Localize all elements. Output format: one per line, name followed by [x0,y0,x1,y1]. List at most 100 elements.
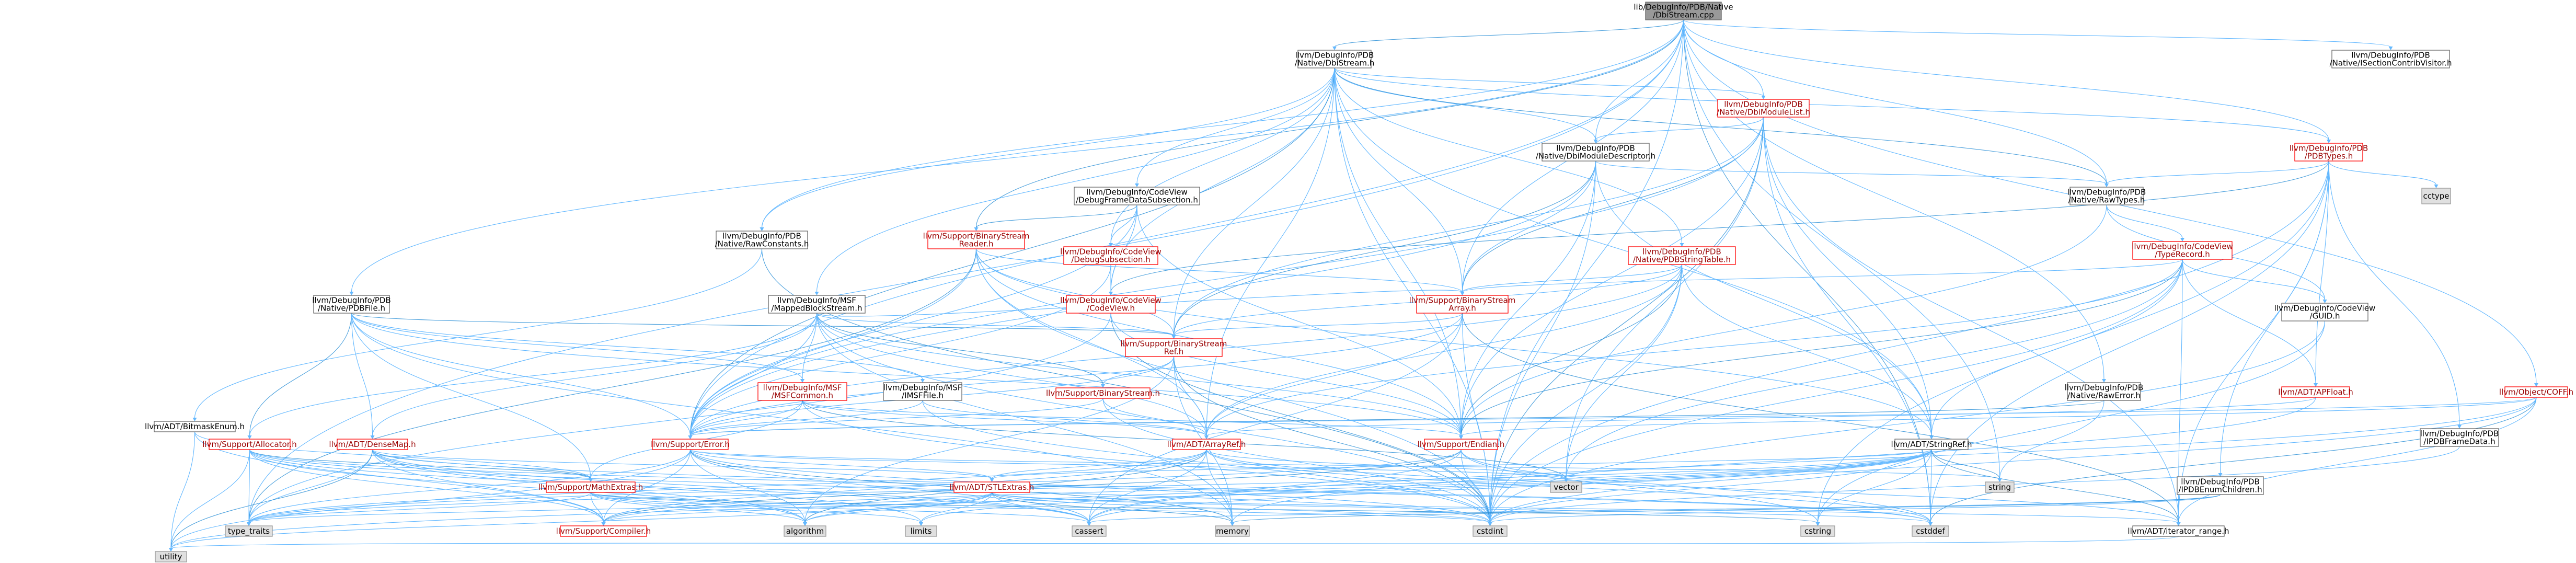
edge-dbistream_h-to-pdbtypes [1334,67,2329,141]
edge-arrowhead [800,379,804,383]
node-box [337,439,408,450]
node-box [1800,525,1835,537]
node-pdb-enum[interactable]: llvm/DebugInfo/PDB/IPDBEnumChildren.h [2177,476,2264,495]
node-stringref[interactable]: llvm/ADT/StringRef.h [1891,439,1972,450]
node-coff[interactable]: llvm/Object/COFF.h [2499,386,2573,398]
node-imsf-file[interactable]: llvm/DebugInfo/MSF/IMSFFile.h [883,382,962,401]
node-label: string [1988,482,2011,492]
node-box [155,551,187,562]
edge-arrowhead [1928,522,1933,526]
edge-stringref-to-iterator_range [1931,449,2179,523]
edge-arrowhead [1593,140,1598,143]
node-label: utility [160,552,182,561]
node-label: cstdint [1477,526,1503,536]
edge-pdb_enum-to-cstdint [1489,494,2221,523]
edge-mapped_block-to-bs_stream [816,313,1103,385]
node-box [1066,295,1156,314]
edge-dbistream_h-to-dbi_module_desc [1334,67,1596,141]
node-box [768,295,866,314]
node-codeview-h[interactable]: llvm/DebugInfo/CodeView/CodeView.h [1060,295,1162,314]
edge-bs_reader-to-stringref [975,248,1932,436]
node-mathextras[interactable]: llvm/Support/MathExtras.h [538,481,643,493]
edge-root-to-pdbtypes [1683,19,2329,141]
node-label: /Native/PDBStringTable.h [1633,255,1731,265]
node-dbi-module-list[interactable]: llvm/DebugInfo/PDB/Native/DbiModuleList.… [1717,99,1810,118]
node-vector: vector [1550,481,1582,493]
edge-pdbfile-to-endian [351,313,1462,436]
edge-bs_stream-to-arrayref [1102,398,1207,436]
node-debug-frame[interactable]: llvm/DebugInfo/CodeView/DebugFrameDataSu… [1074,187,1200,205]
edge-bs_reader-to-type_traits [248,248,977,523]
node-compiler[interactable]: llvm/Support/Compiler.h [556,525,651,537]
edge-bs_ref-to-arrayref [1173,356,1207,436]
edge-raw_types-to-endian [1460,204,2107,436]
node-label: llvm/ADT/ArrayRef.h [1167,440,1246,449]
node-label: /IMSFFile.h [902,391,944,400]
node-label: /DbiStream.cpp [1653,10,1714,20]
edge-arrowhead [814,292,819,295]
node-dbistream-h[interactable]: llvm/DebugInfo/PDB/Native/DbiStream.h [1295,50,1374,68]
node-root[interactable]: lib/DebugInfo/PDB/Native/DbiStream.cpp [1634,2,1733,20]
node-type-record[interactable]: llvm/DebugInfo/CodeView/TypeRecord.h [2132,241,2233,260]
node-cstdint: cstdint [1473,525,1508,537]
node-dbi-module-desc[interactable]: llvm/DebugInfo/PDB/Native/DbiModuleDescr… [1536,143,1655,162]
edge-stlextras-to-type_traits [248,492,993,523]
edge-arrowhead [1761,96,1766,99]
node-label: llvm/DebugInfo/CodeView [2132,242,2233,251]
node-pdbtypes[interactable]: llvm/DebugInfo/PDB/PDBTypes.h [2290,143,2368,162]
node-box [652,439,729,450]
node-bs-stream[interactable]: llvm/Support/BinaryStream.h [1046,387,1160,399]
edge-coff-to-error_h [689,397,2537,436]
node-pdb-frame[interactable]: llvm/DebugInfo/PDB/IPDBFrameData.h [2420,428,2499,447]
node-iterator-range[interactable]: llvm/ADT/iterator_range.h [2128,525,2229,537]
node-box [560,525,647,537]
node-msf-common[interactable]: llvm/DebugInfo/MSF/MSFCommon.h [757,382,847,401]
node-label: llvm/DebugInfo/CodeView [2274,304,2376,313]
node-label: cassert [1075,526,1103,536]
edge-pdb_string_table-to-stringref [1681,264,1932,436]
node-label: llvm/DebugInfo/PDB [1724,100,1803,109]
node-pdbfile[interactable]: llvm/DebugInfo/PDB/Native/PDBFile.h [312,295,391,314]
edge-arrowhead [2534,383,2538,387]
node-raw-types[interactable]: llvm/DebugInfo/PDB/Native/RawTypes.h [2067,187,2146,205]
edge-arrowhead [1997,478,2002,482]
edge-dbistream_h-to-arrayref [1206,67,1335,436]
node-guid[interactable]: llvm/DebugInfo/CodeView/GUID.h [2274,303,2376,321]
node-stlextras[interactable]: llvm/ADT/STLExtras.h [950,481,1034,493]
edge-stlextras-to-utility [170,492,993,549]
node-box [2069,187,2144,205]
node-mapped-block[interactable]: llvm/DebugInfo/MSF/MappedBlockStream.h [768,295,866,314]
node-endian[interactable]: llvm/Support/Endian.h [1418,439,1505,450]
edge-bs_reader-to-cstdint [975,248,1491,523]
edge-pdbfile-to-memory [351,313,1233,523]
node-densemap[interactable]: llvm/ADT/DenseMap.h [329,439,416,450]
node-raw-error[interactable]: llvm/DebugInfo/PDB/Native/RawError.h [2065,382,2144,401]
edge-mathextras-to-limits [590,492,922,523]
node-box [1215,525,1250,537]
node-box [716,231,808,249]
node-apfloat[interactable]: llvm/ADT/APFloat.h [2278,386,2353,398]
node-box [927,231,1025,249]
edge-dbi_module_list-to-endian [1460,117,1764,436]
node-pdb-string-table[interactable]: llvm/DebugInfo/PDB/Native/PDBStringTable… [1628,246,1736,265]
node-debug-subsection[interactable]: llvm/DebugInfo/CodeView/DebugSubsection.… [1060,246,1162,265]
node-allocator[interactable]: llvm/Support/Allocator.h [202,439,297,450]
edge-bs_reader-to-bs_array [975,248,1463,293]
edge-arrowhead [921,379,925,383]
node-label: /Native/RawConstants.h [715,239,809,249]
edge-codeview_h-to-type_traits [248,313,1111,523]
node-box [1550,481,1582,493]
node-label: llvm/DebugInfo/PDB [312,296,391,305]
node-raw-constants[interactable]: llvm/DebugInfo/PDB/Native/RawConstants.h [715,231,809,249]
edge-stlextras-to-compiler [603,492,993,523]
node-bitmask-enum[interactable]: llvm/ADT/BitmaskEnum.h [145,421,245,432]
node-error-h[interactable]: llvm/Support/Error.h [651,439,730,450]
edge-pdb_enum-to-cassert [1088,494,2221,523]
edge-type_record-to-vector [1566,259,2183,479]
node-label: llvm/DebugInfo/PDB [1642,247,1721,257]
node-arrayref[interactable]: llvm/ADT/ArrayRef.h [1167,439,1246,450]
node-section-visitor[interactable]: llvm/DebugInfo/PDB/Native/ISectionContri… [2330,50,2452,68]
